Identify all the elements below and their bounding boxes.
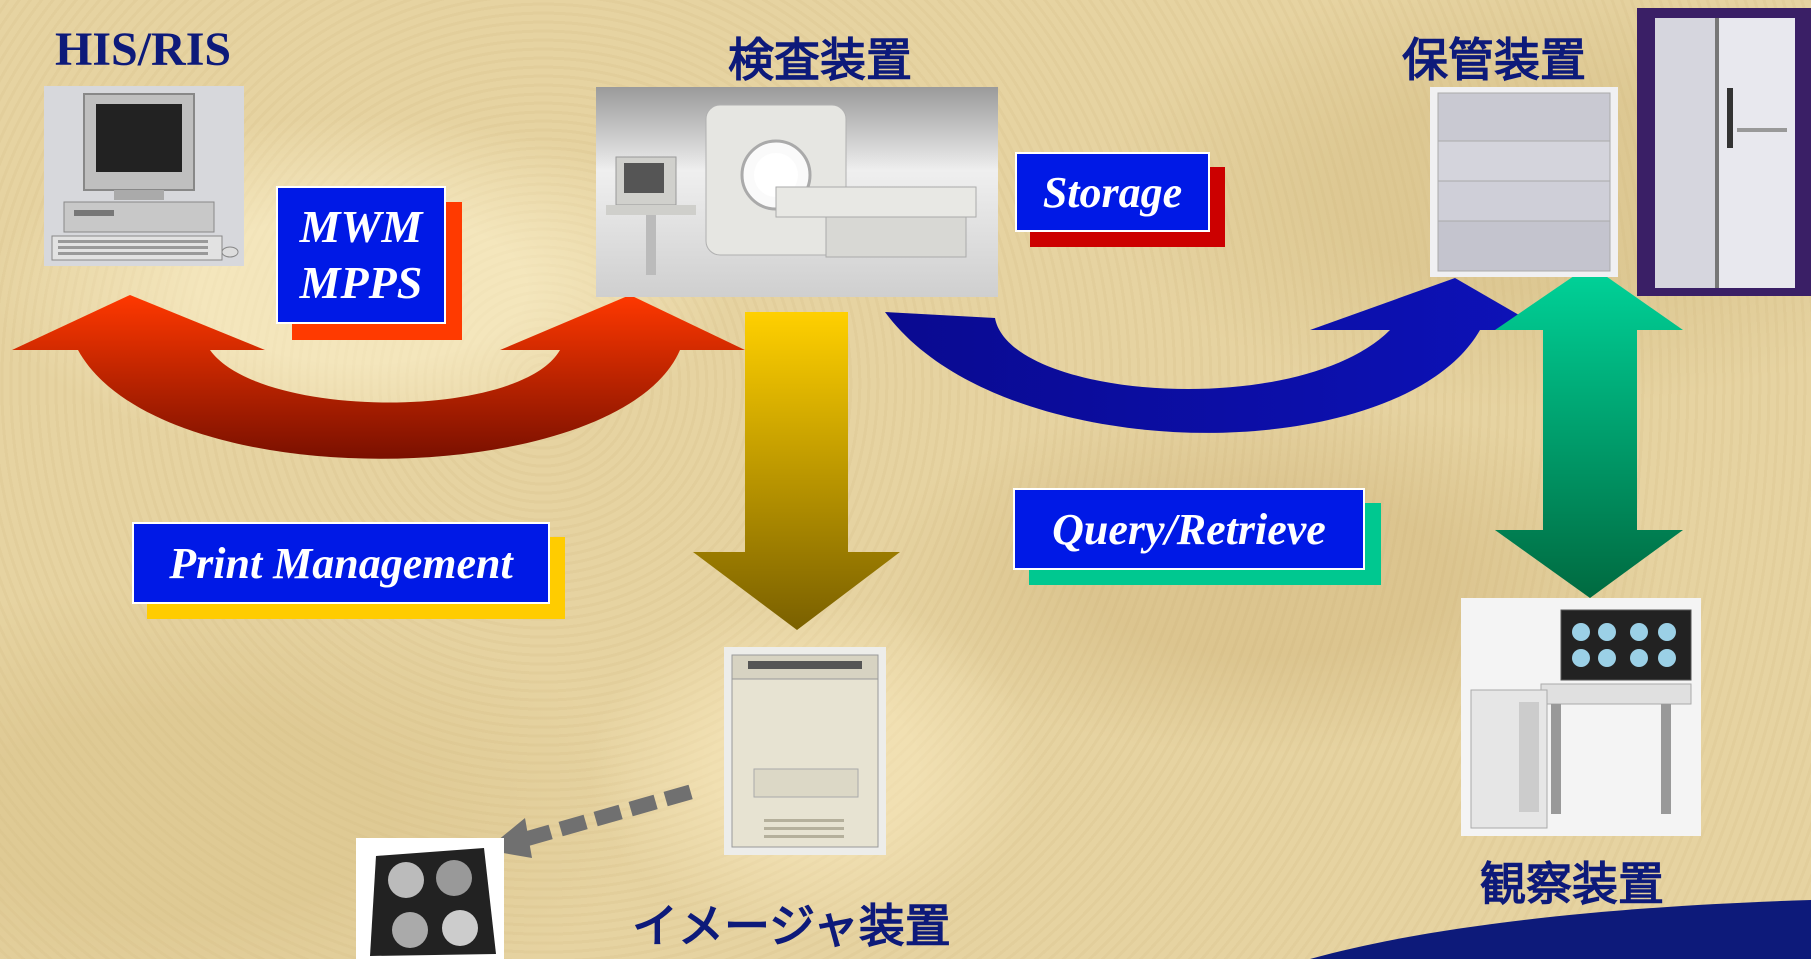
query-retrieve-box: Query/Retrieve bbox=[1013, 488, 1365, 570]
storage-label: Storage bbox=[1042, 167, 1183, 217]
archive-title: 保管装置 bbox=[1402, 33, 1586, 87]
mri-scanner-icon bbox=[596, 87, 998, 297]
storage-box: Storage bbox=[1015, 152, 1210, 232]
print-management-box: Print Management bbox=[132, 522, 550, 604]
storage-server-icon bbox=[1430, 87, 1618, 277]
viewing-station-icon bbox=[1461, 598, 1701, 836]
his-ris-title: HIS/RIS bbox=[55, 23, 232, 76]
query-retrieve-arrow bbox=[1495, 265, 1683, 598]
tower-server-icon bbox=[1637, 8, 1811, 296]
film-sheet-icon bbox=[356, 838, 504, 959]
query-retrieve-label: Query/Retrieve bbox=[1052, 504, 1326, 554]
modality-title: 検査装置 bbox=[728, 33, 912, 87]
imager-title: イメージャ装置 bbox=[632, 899, 951, 953]
mpps-label: MPPS bbox=[299, 257, 423, 308]
mwm-label: MWM bbox=[299, 201, 423, 252]
film-imager-icon bbox=[724, 647, 886, 855]
corner-swoosh bbox=[1310, 900, 1811, 959]
print-management-label: Print Management bbox=[169, 538, 513, 588]
mwm-mpps-arrow bbox=[12, 295, 745, 459]
computer-workstation-icon bbox=[44, 86, 244, 266]
output-arrow bbox=[486, 784, 693, 858]
viewer-title: 観察装置 bbox=[1480, 857, 1664, 911]
print-arrow bbox=[693, 312, 900, 630]
storage-arrow bbox=[885, 278, 1545, 433]
mwm-mpps-box: MWM MPPS bbox=[276, 186, 446, 324]
